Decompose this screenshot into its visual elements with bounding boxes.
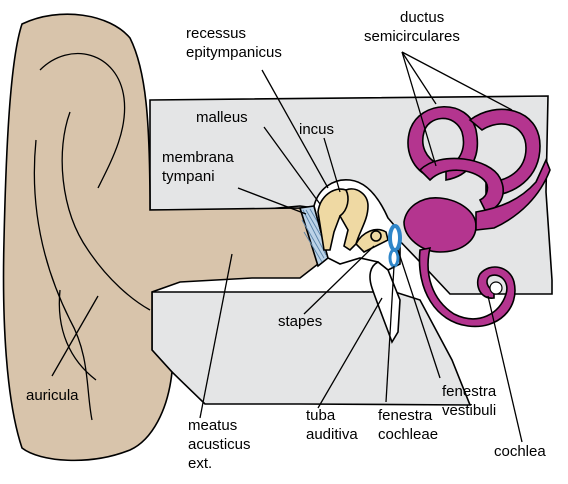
temporal-bone-lower: [152, 292, 470, 405]
label-cochlea: cochlea: [494, 443, 546, 460]
label-auricula: auricula: [26, 387, 79, 404]
label-incus: incus: [299, 121, 334, 138]
stapes-head: [371, 231, 381, 241]
leader-ductus-1: [402, 52, 436, 104]
label-malleus: malleus: [196, 109, 248, 126]
label-ductus: ductus semicirculares: [364, 9, 460, 45]
label-tuba: tuba auditiva: [306, 407, 358, 443]
cochlea-inner-turn: [490, 282, 502, 294]
label-meatus: meatus acusticus ext.: [188, 417, 255, 472]
leader-cochlea: [488, 296, 522, 442]
label-stapes: stapes: [278, 313, 322, 330]
label-fen-cochleae: fenestra cochleae: [378, 407, 438, 443]
label-recessus: recessus epitympanicus: [186, 25, 282, 61]
